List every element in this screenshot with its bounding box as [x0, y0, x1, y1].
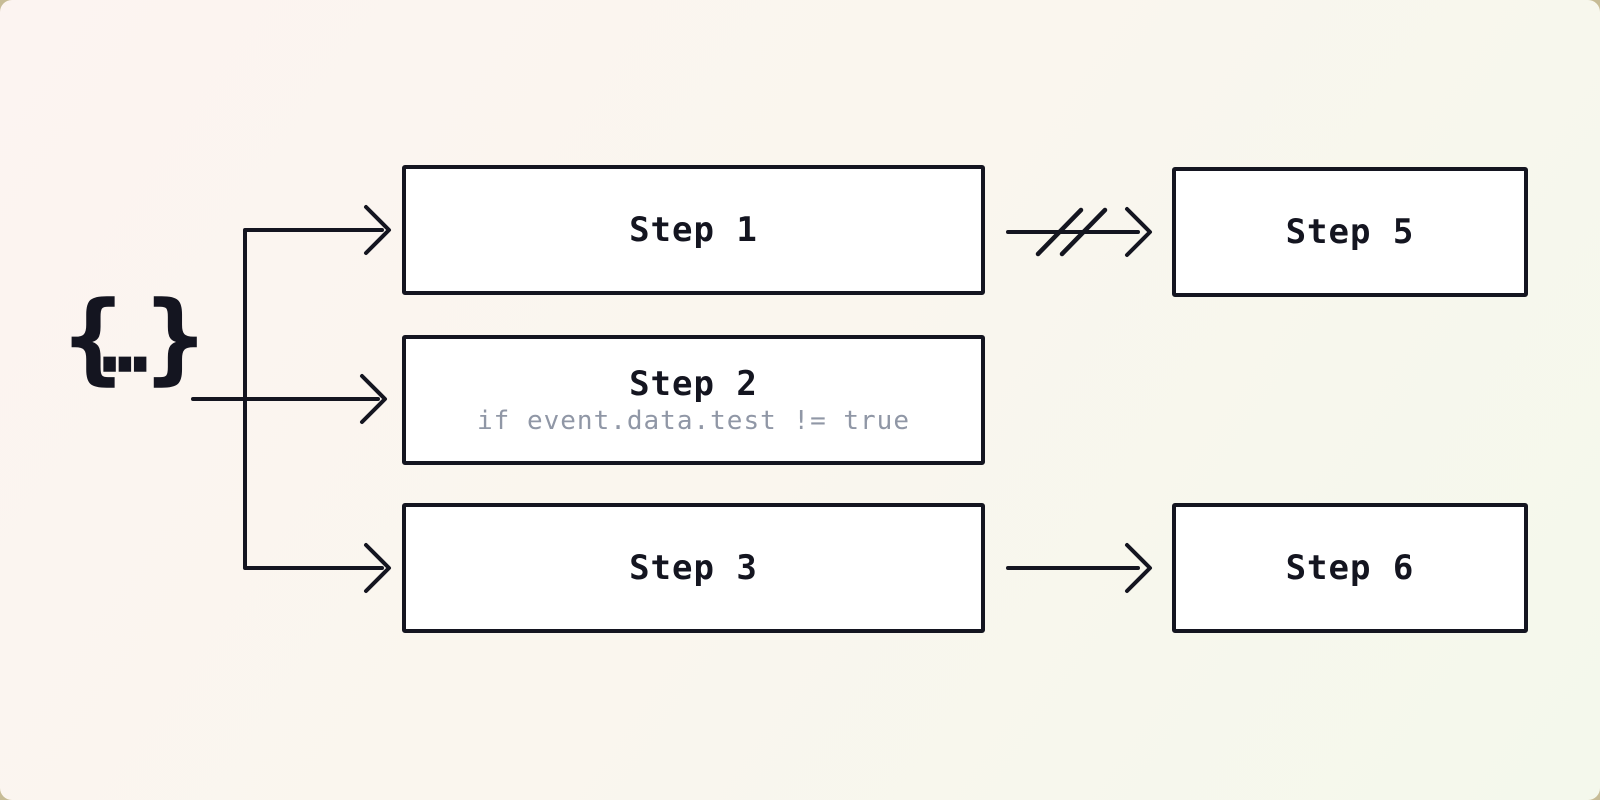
cancelled-arrow-step1-step5 — [1006, 207, 1152, 257]
node-label: Step 2 — [629, 364, 758, 405]
arrowhead-icon — [364, 543, 391, 593]
workflow-node-step-3: Step 3 — [402, 503, 985, 633]
node-label: Step 1 — [629, 209, 758, 250]
arrowhead-icon — [364, 205, 391, 255]
workflow-node-step-2: Step 2 if event.data.test != true — [402, 335, 985, 465]
arrowhead-icon — [360, 374, 387, 424]
node-label: Step 5 — [1285, 211, 1415, 252]
node-label: Step 6 — [1285, 547, 1415, 588]
workflow-node-step-6: Step 6 — [1172, 503, 1528, 633]
node-label: Step 3 — [629, 547, 758, 588]
json-payload-icon: { … } — [63, 281, 205, 394]
branch-trunk-line — [243, 228, 384, 570]
fanout-branch-lines — [191, 205, 391, 593]
arrowhead-icon — [1125, 543, 1152, 593]
node-condition: if event.data.test != true — [477, 406, 910, 437]
cancel-slashes-icon — [1035, 207, 1108, 257]
workflow-node-step-5: Step 5 — [1172, 167, 1528, 297]
workflow-node-step-1: Step 1 — [402, 165, 985, 295]
arrowhead-icon — [1125, 207, 1152, 257]
arrow-step3-step6 — [1006, 543, 1152, 593]
